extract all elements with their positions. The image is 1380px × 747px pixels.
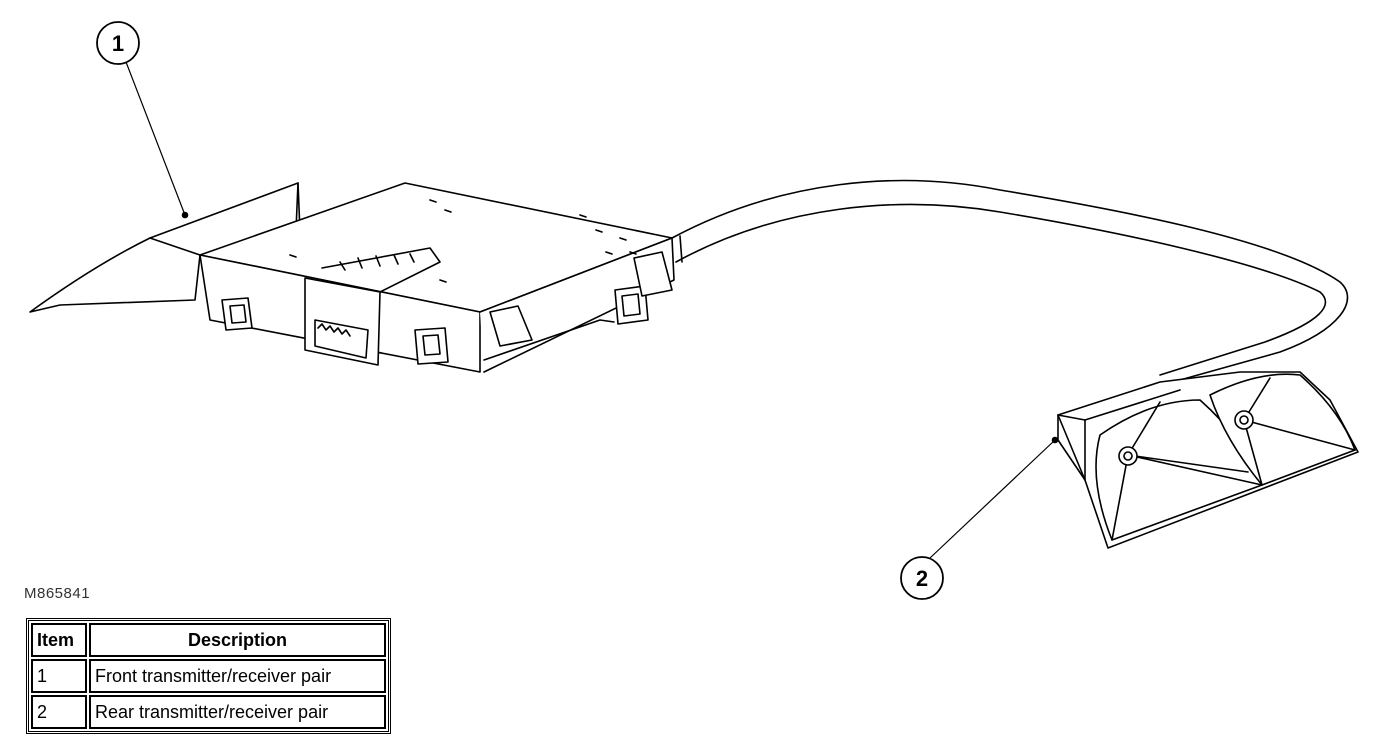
legend-header-item: Item [31,623,87,657]
legend-row: 1 Front transmitter/receiver pair [31,659,386,693]
legend-header-row: Item Description [31,623,386,657]
legend-item-number: 2 [31,695,87,729]
callout-2-number: 2 [916,566,928,591]
callout-1-leader [125,61,186,216]
callout-2-bubble [900,556,944,600]
figure-id: M865841 [24,585,91,602]
legend-item-description: Front transmitter/receiver pair [89,659,386,693]
legend-item-number: 1 [31,659,87,693]
legend-item-description: Rear transmitter/receiver pair [89,695,386,729]
legend-table: Item Description 1 Front transmitter/rec… [26,618,391,734]
legend-row: 2 Rear transmitter/receiver pair [31,695,386,729]
diagram-drawing: 1 2 [29,21,1359,600]
front-transmitter-receiver-unit [29,182,675,373]
callout-1-number: 1 [112,31,124,56]
legend-header-description: Description [89,623,386,657]
rear-transmitter-receiver-unit [1057,371,1359,549]
callout-1-bubble [96,21,140,65]
wiring-harness-cable [671,179,1349,381]
callout-2-leader [929,439,1056,559]
